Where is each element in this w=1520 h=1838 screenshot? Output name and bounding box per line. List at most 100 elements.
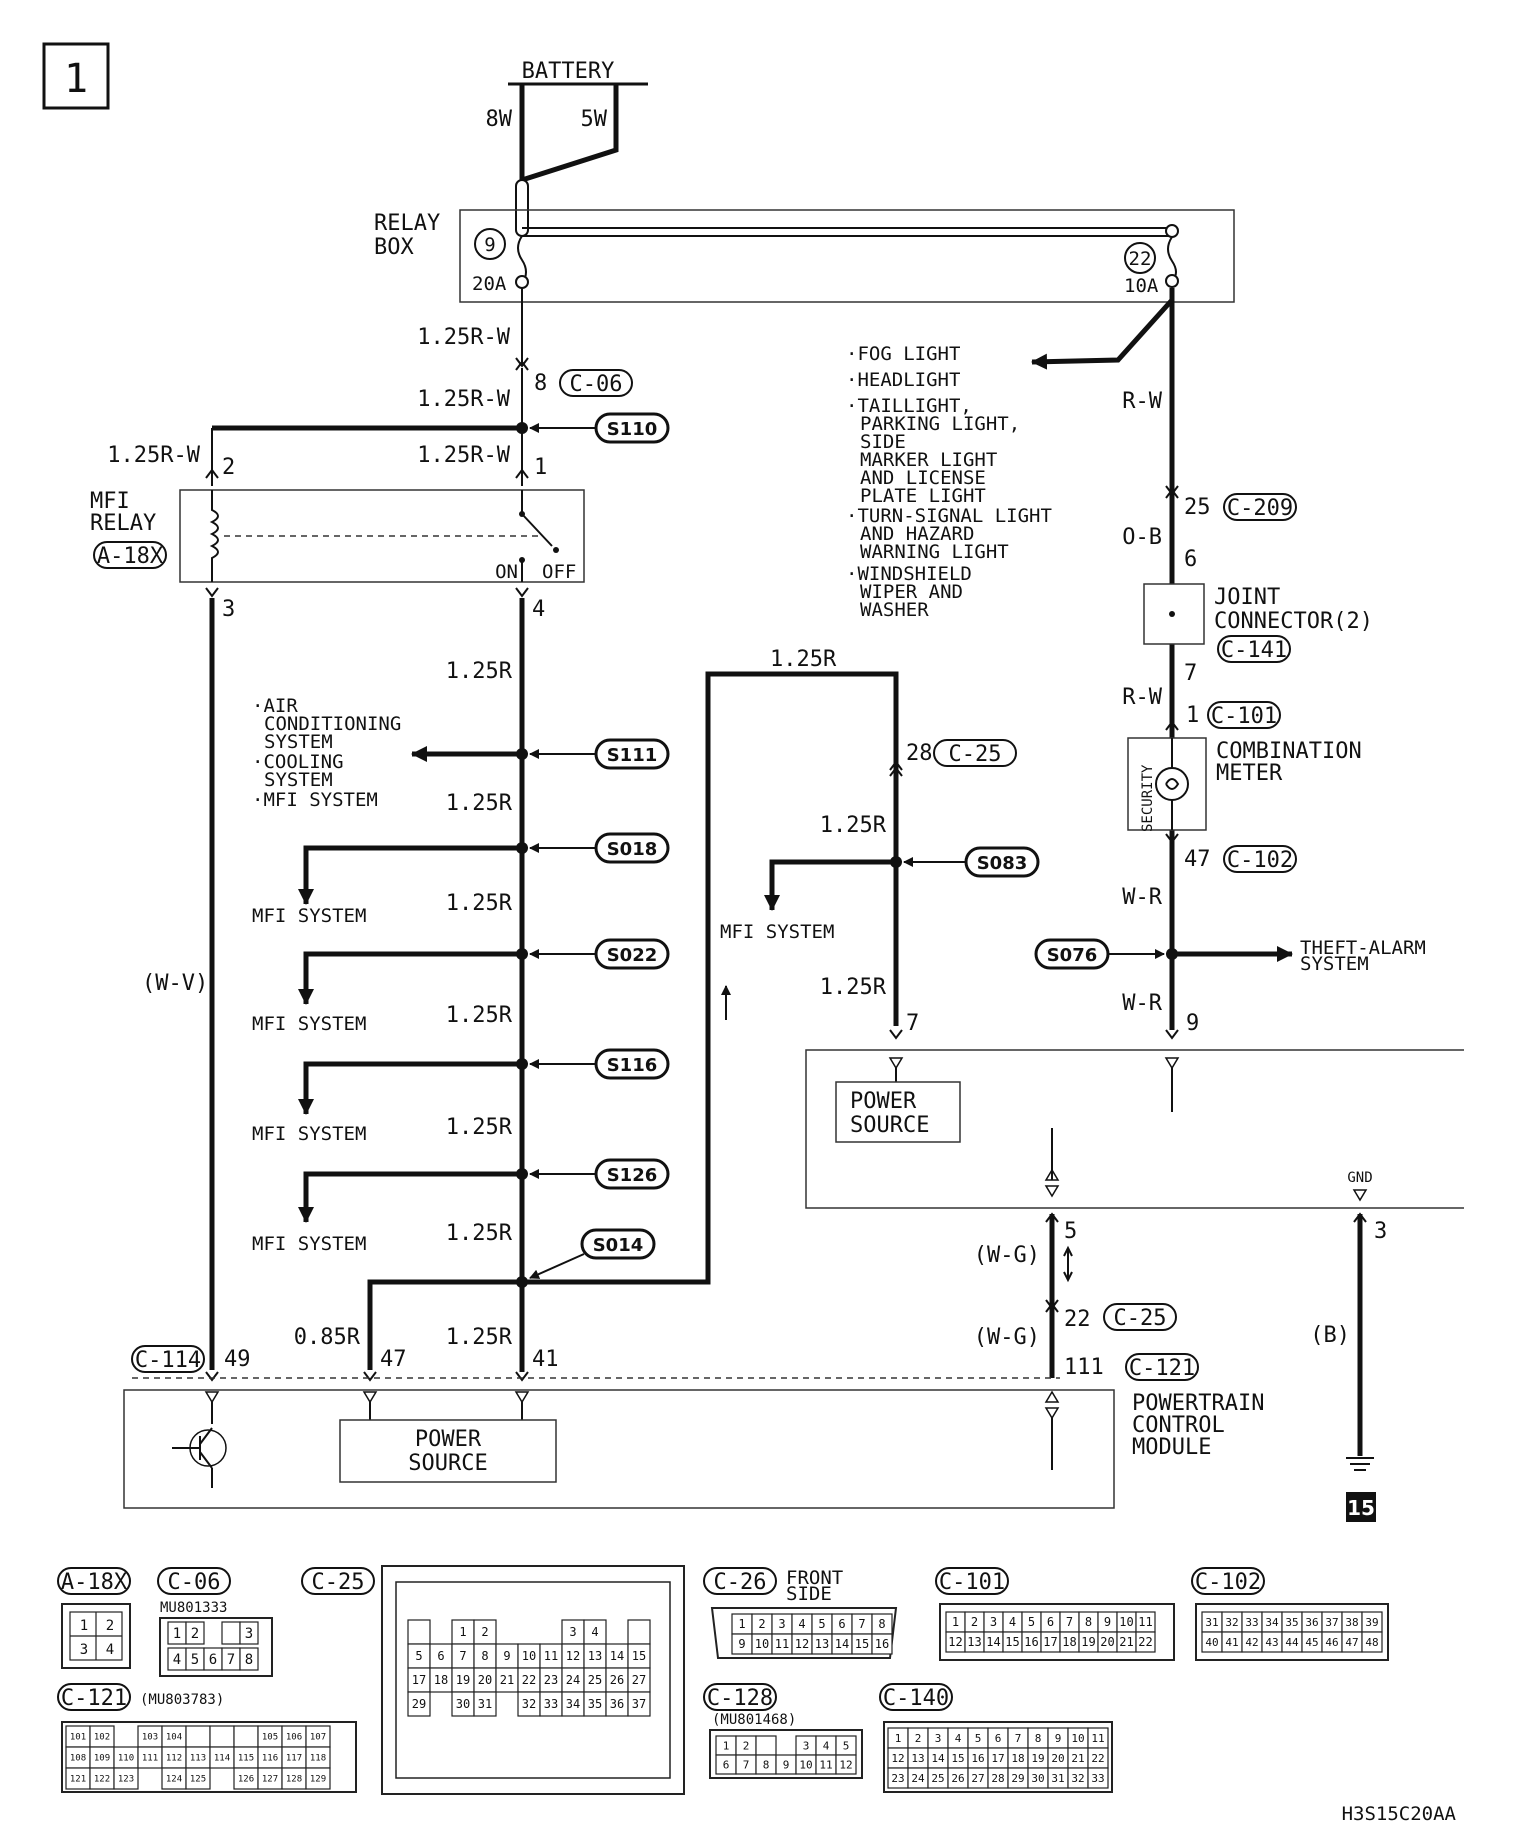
pin-number: 22 bbox=[522, 1673, 536, 1687]
pin-number: 9 bbox=[783, 1758, 790, 1771]
pin-number: 6 bbox=[838, 1617, 845, 1631]
pin-cell bbox=[835, 1754, 857, 1775]
c121-label: C-121 bbox=[1129, 1356, 1195, 1381]
splice-s083: S083 bbox=[977, 853, 1028, 874]
pcm-label-1: POWERTRAIN bbox=[1132, 1391, 1264, 1416]
mid-wire-mid: 1.25R bbox=[820, 813, 887, 838]
pin-number: 34 bbox=[1265, 1616, 1279, 1629]
joint-pin-7: 7 bbox=[1184, 661, 1197, 686]
meter-ps-2: SOURCE bbox=[850, 1113, 929, 1138]
c102-pin: 47 bbox=[1184, 847, 1211, 872]
relay-pin-2: 2 bbox=[222, 455, 235, 480]
pin-cell bbox=[305, 1767, 331, 1790]
pin-number: 21 bbox=[500, 1673, 514, 1687]
pin-number: 117 bbox=[286, 1754, 302, 1764]
pin-number: 33 bbox=[1245, 1616, 1258, 1629]
pin-number: 20 bbox=[478, 1673, 492, 1687]
pin-number: 104 bbox=[166, 1733, 182, 1743]
pin-cell bbox=[209, 1725, 235, 1748]
pin-number: 9 bbox=[738, 1637, 745, 1651]
c101-pin: 1 bbox=[1186, 703, 1199, 728]
battery: BATTERY 8W 5W bbox=[486, 59, 648, 237]
legend-c25: C-25 bbox=[312, 1570, 365, 1595]
pin-number: 28 bbox=[991, 1772, 1004, 1785]
legend-c121: C-121 bbox=[61, 1686, 127, 1711]
wire-125r-4: 1.25R bbox=[446, 1003, 513, 1028]
mid-wire-bot: 1.25R bbox=[820, 975, 887, 1000]
pin-number: 34 bbox=[566, 1697, 580, 1711]
connector-legend: A-18X 1 2 3 4 C-06 MU801333 1 2 3 4 5 6 … bbox=[57, 1565, 1389, 1795]
pin-number: 19 bbox=[456, 1673, 470, 1687]
splice-s126: S126 bbox=[607, 1165, 658, 1186]
pin-number: 8 bbox=[763, 1758, 770, 1771]
pin-number: 7 bbox=[743, 1758, 750, 1771]
wire-wg-1: (W-G) bbox=[974, 1243, 1040, 1268]
pin-number: 5 bbox=[415, 1649, 422, 1663]
wire-125r-6: 1.25R bbox=[446, 1221, 513, 1246]
meter-label-2: METER bbox=[1216, 761, 1283, 786]
c209-label: C-209 bbox=[1227, 496, 1293, 521]
pin-number: 21 bbox=[1119, 1635, 1133, 1649]
pin-cell bbox=[1135, 1631, 1156, 1653]
pin-number: 39 bbox=[1365, 1616, 1378, 1629]
pin-cell bbox=[185, 1725, 211, 1748]
pin-number: 4 bbox=[955, 1732, 962, 1745]
wire-rw-2: R-W bbox=[1122, 685, 1162, 710]
wire-125r-1: 1.25R bbox=[446, 659, 513, 684]
pin-number: 12 bbox=[795, 1637, 809, 1651]
pin-number: 15 bbox=[855, 1637, 869, 1651]
pin-number: 2 bbox=[915, 1732, 922, 1745]
load-headlight: ·HEADLIGHT bbox=[846, 369, 960, 391]
pin-number: 32 bbox=[1225, 1616, 1238, 1629]
pin-cell bbox=[233, 1725, 259, 1748]
pin-number: 16 bbox=[875, 1637, 889, 1651]
pin-number: 6 bbox=[1047, 1615, 1054, 1629]
mid-pin-7: 7 bbox=[906, 1011, 919, 1036]
legend-c128: C-128 bbox=[707, 1686, 773, 1711]
c101-label: C-101 bbox=[1211, 704, 1277, 729]
load-fog-light: ·FOG LIGHT bbox=[846, 343, 960, 365]
joint-pin-6: 6 bbox=[1184, 547, 1197, 572]
pin-number: 101 bbox=[70, 1733, 86, 1743]
pin-number: 15 bbox=[632, 1649, 646, 1663]
pin-number: 102 bbox=[94, 1733, 110, 1743]
pin-number: 10 bbox=[755, 1637, 769, 1651]
mid-wire-top: 1.25R bbox=[770, 647, 837, 672]
pin-cell bbox=[871, 1633, 893, 1655]
legend-a18x: A-18X bbox=[61, 1570, 128, 1595]
pin-cell bbox=[407, 1619, 431, 1645]
pin-number: 115 bbox=[238, 1754, 254, 1764]
legend-c102: C-102 bbox=[1195, 1570, 1261, 1595]
splice-s126-group: S126 MFI SYSTEM bbox=[252, 1158, 670, 1255]
pin-number: 33 bbox=[1091, 1772, 1104, 1785]
splice-s018-group: S018 MFI SYSTEM bbox=[252, 832, 670, 927]
wire-wr-2: W-R bbox=[1122, 991, 1162, 1016]
pcm-ps-2: SOURCE bbox=[408, 1451, 487, 1476]
pin-number: 6 bbox=[437, 1649, 444, 1663]
pin-cell bbox=[1361, 1631, 1383, 1653]
relay-box: RELAY BOX 9 20A 22 10A bbox=[374, 209, 1235, 303]
pin-number: 18 bbox=[1062, 1635, 1076, 1649]
pin-number: 26 bbox=[951, 1772, 964, 1785]
meter-pin-9: 9 bbox=[1186, 1011, 1199, 1036]
pin-number: 33 bbox=[544, 1697, 558, 1711]
right-branch: R-W 25 C-209 O-B 6 JOINT CONNECTOR(2) C-… bbox=[1034, 288, 1426, 1040]
mfi-relay-label-1: MFI bbox=[90, 489, 130, 514]
joint-label-2: CONNECTOR(2) bbox=[1214, 609, 1373, 634]
load-turn-2: AND HAZARD bbox=[860, 523, 974, 545]
s111-load-3: SYSTEM bbox=[264, 731, 333, 753]
splice-s111: S111 bbox=[607, 745, 658, 766]
splice-s022: S022 bbox=[607, 945, 658, 966]
pin-number: 19 bbox=[1031, 1752, 1044, 1765]
splice-s014-group: S014 0.85R 47 bbox=[294, 671, 899, 1382]
c06-pin: 8 bbox=[534, 371, 547, 396]
load-wiper-1: ·WINDSHIELD bbox=[846, 563, 972, 585]
pin-number: 37 bbox=[632, 1697, 646, 1711]
pin-number: 2 bbox=[758, 1617, 765, 1631]
pin-number: 18 bbox=[1011, 1752, 1024, 1765]
c25-top-pin: 28 bbox=[906, 741, 933, 766]
svg-text:2: 2 bbox=[191, 1626, 199, 1642]
wire-wg-2: (W-G) bbox=[974, 1325, 1040, 1350]
